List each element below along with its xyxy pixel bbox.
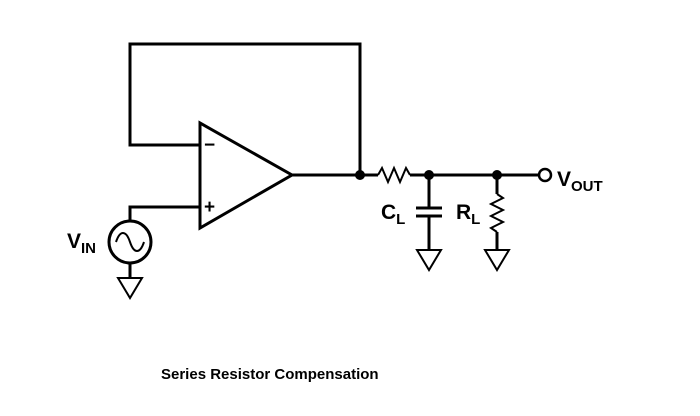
capacitor-ground-symbol xyxy=(415,249,443,272)
cl-label: CL xyxy=(381,201,405,228)
output-node-dot xyxy=(355,170,365,180)
noninverting-input-sign: + xyxy=(204,197,215,218)
rl-label: RL xyxy=(456,201,480,228)
resistor-ground-symbol xyxy=(483,249,511,272)
source-ground-symbol xyxy=(116,277,144,300)
feedback-wire xyxy=(128,42,362,175)
inverting-input-sign: − xyxy=(204,135,215,156)
ac-voltage-source xyxy=(107,219,153,265)
series-resistor xyxy=(377,165,411,185)
vin-label: VIN xyxy=(67,230,96,257)
load-resistor xyxy=(488,175,506,250)
input-wire xyxy=(128,205,200,221)
vout-terminal xyxy=(537,167,553,183)
load-capacitor xyxy=(416,175,442,250)
op-amp xyxy=(198,120,296,231)
vout-label: VOUT xyxy=(557,168,603,195)
diagram-caption: Series Resistor Compensation xyxy=(161,366,379,383)
